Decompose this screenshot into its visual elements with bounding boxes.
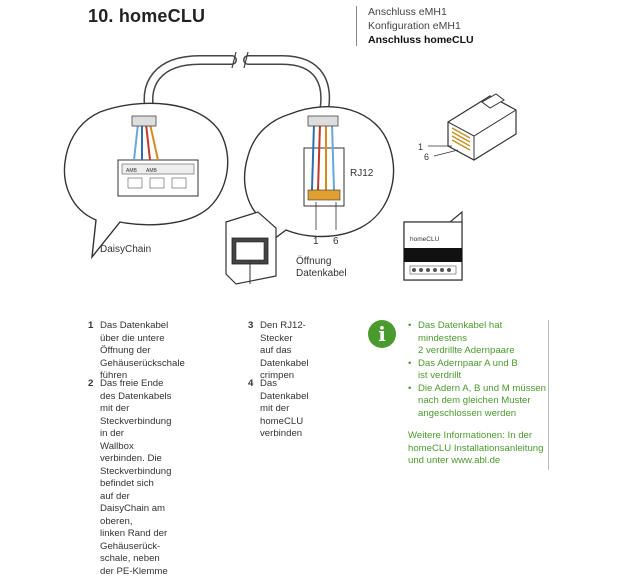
step-number: 3 (248, 320, 254, 331)
opening-label-line1: Öffnung (296, 255, 331, 267)
info-bullet: Die Adern A, B und M müssen nach dem gle… (408, 383, 548, 421)
info-icon: i (368, 320, 396, 348)
step-text-line: auf der DaisyChain am oberen, (100, 490, 166, 527)
step-text-line: Öffnung der Gehäuserückschale (100, 345, 185, 369)
step-text-line: Das freie Ende des Datenkabels (100, 378, 172, 402)
info-text-line: und unter www.abl.de (408, 455, 501, 466)
step-text-line: schale, neben der PE-Klemme (100, 553, 168, 577)
step-text-line: Den RJ12-Stecker (260, 320, 306, 344)
info-text-line: 2 verdrillte Adernpaare (418, 345, 515, 356)
step-text-line: verbinden (260, 428, 303, 439)
step-number: 2 (88, 378, 94, 389)
wiring-diagram: AMB AMB DaisyChain RJ12 1 6 Öffnung Date… (63, 52, 517, 285)
step-text-line: mit der homeCLU (260, 403, 304, 427)
info-text-line: homeCLU Installationsanleitung (408, 442, 544, 454)
rj12-label: RJ12 (350, 168, 374, 179)
breadcrumb-divider (356, 6, 357, 46)
breadcrumb-item-anschluss-emh1: Anschluss eMH1 (368, 6, 447, 18)
connector-pin-label-6: 6 (424, 152, 429, 162)
info-text-line: angeschlossen werden (418, 407, 517, 419)
info-notes: Das Datenkabel hat mindestens 2 verdrill… (408, 320, 548, 468)
info-text-line: nach dem gleichen Muster (418, 395, 531, 406)
info-bullet: Das Datenkabel hat mindestens 2 verdrill… (408, 320, 548, 358)
connector-pin-label-1: 1 (418, 142, 423, 152)
info-divider (548, 320, 549, 470)
step-number: 4 (248, 378, 254, 389)
terminal-label-right: AMB (146, 168, 158, 174)
terminal-label-left: AMB (126, 168, 138, 174)
info-text-line: Weitere Informationen: In der (408, 430, 533, 441)
info-text-line: Das Datenkabel hat mindestens (418, 320, 503, 344)
step-text-line: Steckverbindung befindet sich (100, 465, 172, 490)
info-text-line: ist verdrillt (418, 370, 462, 381)
step-text-line: führen (100, 370, 128, 381)
further-info: Weitere Informationen: In der homeCLU In… (408, 430, 548, 468)
rj12-connector-drawing (447, 93, 517, 161)
breadcrumb-item-anschluss-homeclu: Anschluss homeCLU (368, 34, 474, 46)
step-text-line: Wallbox verbinden. Die (100, 440, 162, 465)
step-text-line: mit der Steckverbindung in der (100, 403, 172, 439)
pin-label-6: 6 (333, 236, 339, 247)
step-text-line: auf das Datenkabel (260, 345, 309, 369)
homeclu-device: homeCLU (403, 210, 463, 281)
step-text-line: Das Datenkabel (260, 378, 309, 402)
step-text-line: Das Datenkabel über die untere (100, 320, 169, 344)
page-title: 10. homeCLU (88, 6, 206, 26)
step-text-line: crimpen (260, 370, 295, 381)
step-text-line: linken Rand der Gehäuserück- (100, 528, 168, 552)
info-text-line: Die Adern A, B und M müssen (418, 382, 546, 394)
opening-label-line2: Datenkabel (296, 268, 347, 279)
info-text-line: Das Adernpaar A und B (418, 357, 518, 369)
pin-label-1: 1 (313, 236, 319, 247)
device-label: homeCLU (410, 236, 440, 243)
daisychain-label: DaisyChain (100, 244, 151, 255)
step-number: 1 (88, 320, 94, 331)
info-bullet: Das Adernpaar A und B ist verdrillt (408, 358, 548, 383)
breadcrumb-item-konfiguration-emh1: Konfiguration eMH1 (368, 20, 461, 32)
